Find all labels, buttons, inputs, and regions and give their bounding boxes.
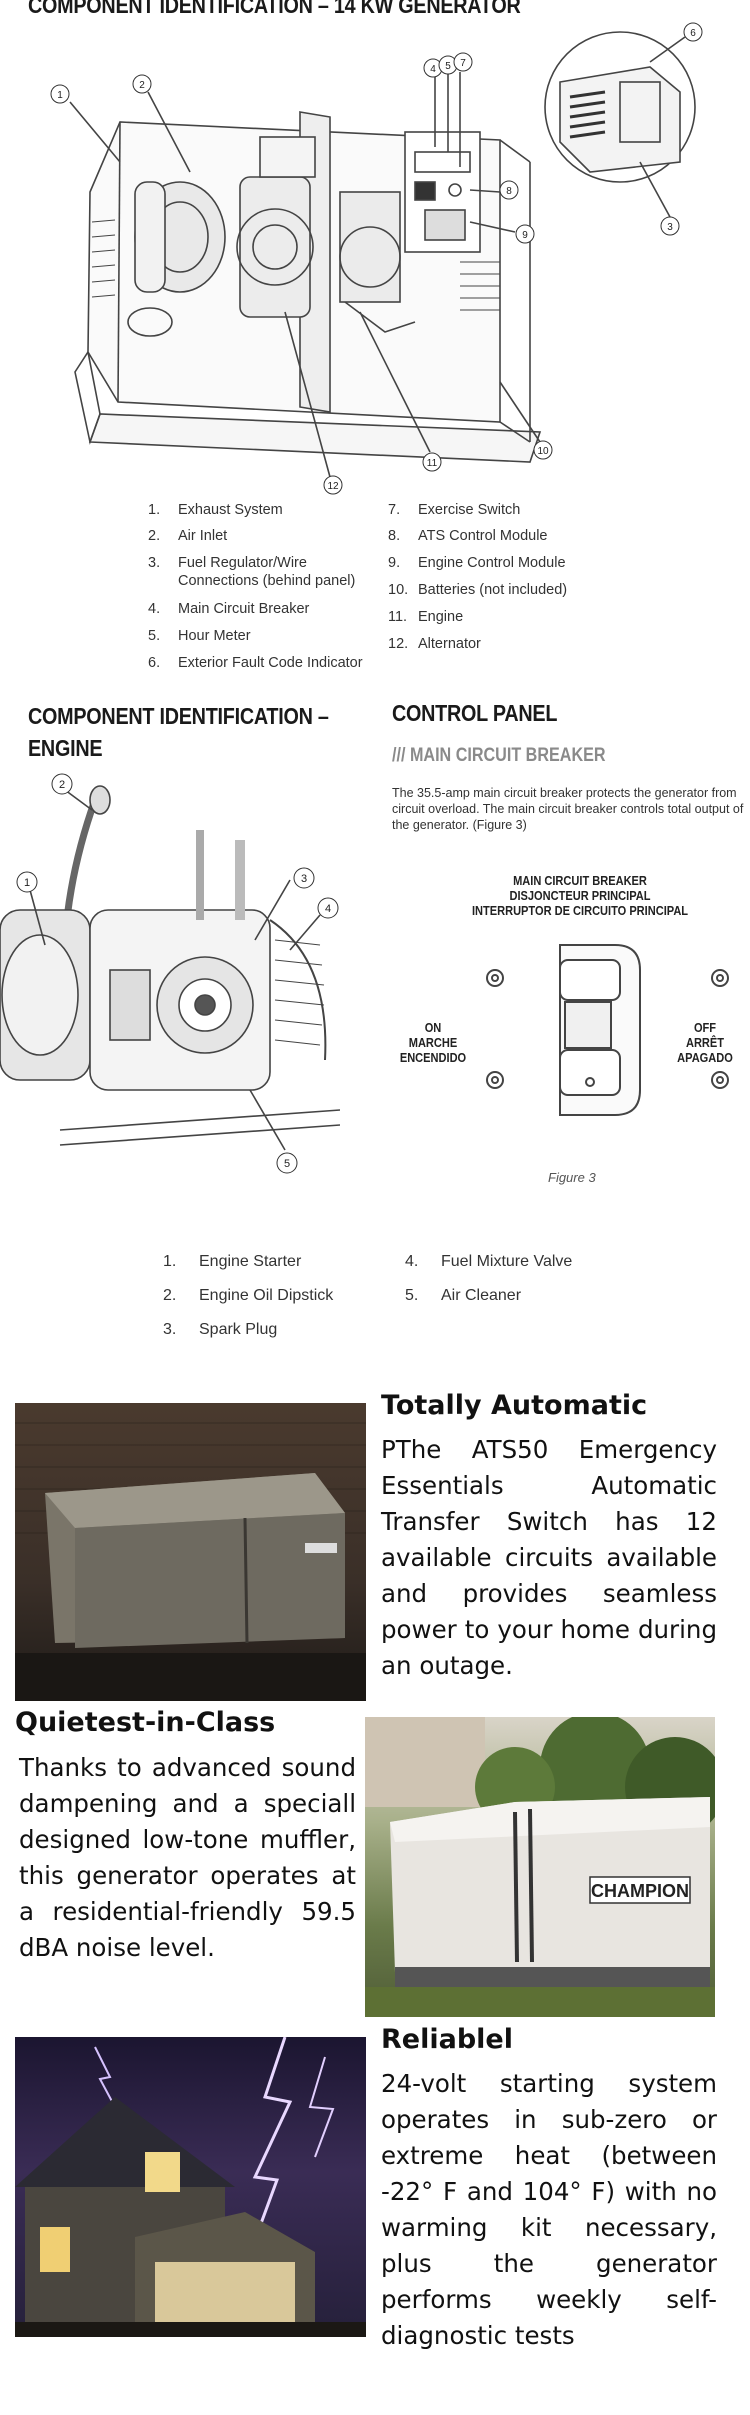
generator-component-list-left: 1.Exhaust System 2.Air Inlet 3.Fuel Regu… [148,502,363,671]
breaker-title-fr: DISJONCTEUR PRINCIPAL [509,888,651,903]
control-panel-title: CONTROL PANEL [392,700,558,726]
generator-garden-photo: CHAMPION [365,1717,715,2017]
svg-text:12: 12 [327,481,339,492]
generator-section-title: COMPONENT IDENTIFICATION – 14 KW GENERAT… [28,0,521,18]
engine-component-list-right: 4.Fuel Mixture Valve 5.Air Cleaner [405,1253,573,1304]
callout-7: 7 [453,52,473,72]
control-panel-description: The 35.5-amp main circuit breaker protec… [392,786,744,832]
feature-title-quietest: Quietest-in-Class [15,1707,276,1738]
breaker-on-label: ON MARCHE ENCENDIDO [388,1020,478,1065]
callout-8: 8 [499,180,519,200]
callout-2: 2 [132,74,152,94]
engine-section-title: COMPONENT IDENTIFICATION – ENGINE [28,700,329,764]
breaker-off-label: OFF ARRÊT APAGADO [665,1020,745,1065]
generator-brick-wall-photo [15,1403,366,1701]
callout-10: 10 [533,440,553,460]
svg-text:4: 4 [325,903,331,915]
feature-text-automatic: PThe ATS50 Emergency Essentials Automati… [381,1435,717,1680]
off-label-es: APAGADO [677,1050,733,1065]
svg-text:8: 8 [506,186,512,197]
callout-3: 3 [660,216,680,236]
svg-text:11: 11 [427,458,438,469]
svg-text:5: 5 [284,1158,290,1170]
svg-text:2: 2 [59,779,65,791]
svg-text:5: 5 [445,61,451,72]
engine-diagram: 1 2 3 4 5 [0,773,340,1174]
on-label-en: ON [424,1020,442,1035]
svg-text:4: 4 [430,64,436,75]
champion-logo: CHAMPION [591,1881,689,1901]
callout-3: 3 [293,867,315,889]
callout-9: 9 [515,224,535,244]
house-lightning-photo [15,2037,366,2337]
svg-text:6: 6 [690,28,696,39]
off-label-en: OFF [693,1020,717,1035]
svg-text:1: 1 [24,877,30,889]
callout-12: 12 [323,475,343,495]
generator-component-list-right: 7.Exercise Switch 8.ATS Control Module 9… [388,502,568,652]
on-label-fr: MARCHE [408,1035,458,1050]
breaker-title-es: INTERRUPTOR DE CIRCUITO PRINCIPAL [471,903,689,918]
off-label-fr: ARRÊT [685,1035,725,1050]
control-panel-subheading: /// MAIN CIRCUIT BREAKER [392,745,606,766]
svg-text:7: 7 [460,58,466,69]
engine-component-list-left: 1.Engine Starter 2.Engine Oil Dipstick 3… [163,1253,334,1338]
svg-text:1: 1 [57,90,63,101]
feature-title-reliable: Reliablel [381,2024,513,2055]
svg-text:9: 9 [522,230,528,241]
breaker-title: MAIN CIRCUIT BREAKER DISJONCTEUR PRINCIP… [430,873,730,918]
feature-text-reliable: 24-volt starting system operates in sub-… [381,2069,717,2350]
callout-6: 6 [683,22,703,42]
svg-text:3: 3 [301,873,307,885]
breaker-title-en: MAIN CIRCUIT BREAKER [513,873,647,888]
figure-caption: Figure 3 [548,1170,596,1185]
engine-title-line-1: COMPONENT IDENTIFICATION – [28,703,329,729]
main-circuit-breaker-illustration [486,944,729,1116]
callout-2: 2 [51,773,73,795]
on-label-es: ENCENDIDO [399,1050,467,1065]
svg-text:3: 3 [667,222,673,233]
callout-4: 4 [317,897,339,919]
generator-diagram: 1 2 3 4 5 6 7 8 9 10 11 12 [50,22,703,495]
callout-1: 1 [50,84,70,104]
svg-text:2: 2 [139,80,145,91]
feature-title-automatic: Totally Automatic [381,1390,648,1421]
engine-title-line-2: ENGINE [28,735,103,761]
callout-5: 5 [276,1152,298,1174]
callout-1: 1 [16,871,38,893]
svg-text:10: 10 [537,446,549,457]
feature-text-quietest: Thanks to advanced sound dampening and a… [19,1753,356,1962]
callout-11: 11 [422,452,442,472]
